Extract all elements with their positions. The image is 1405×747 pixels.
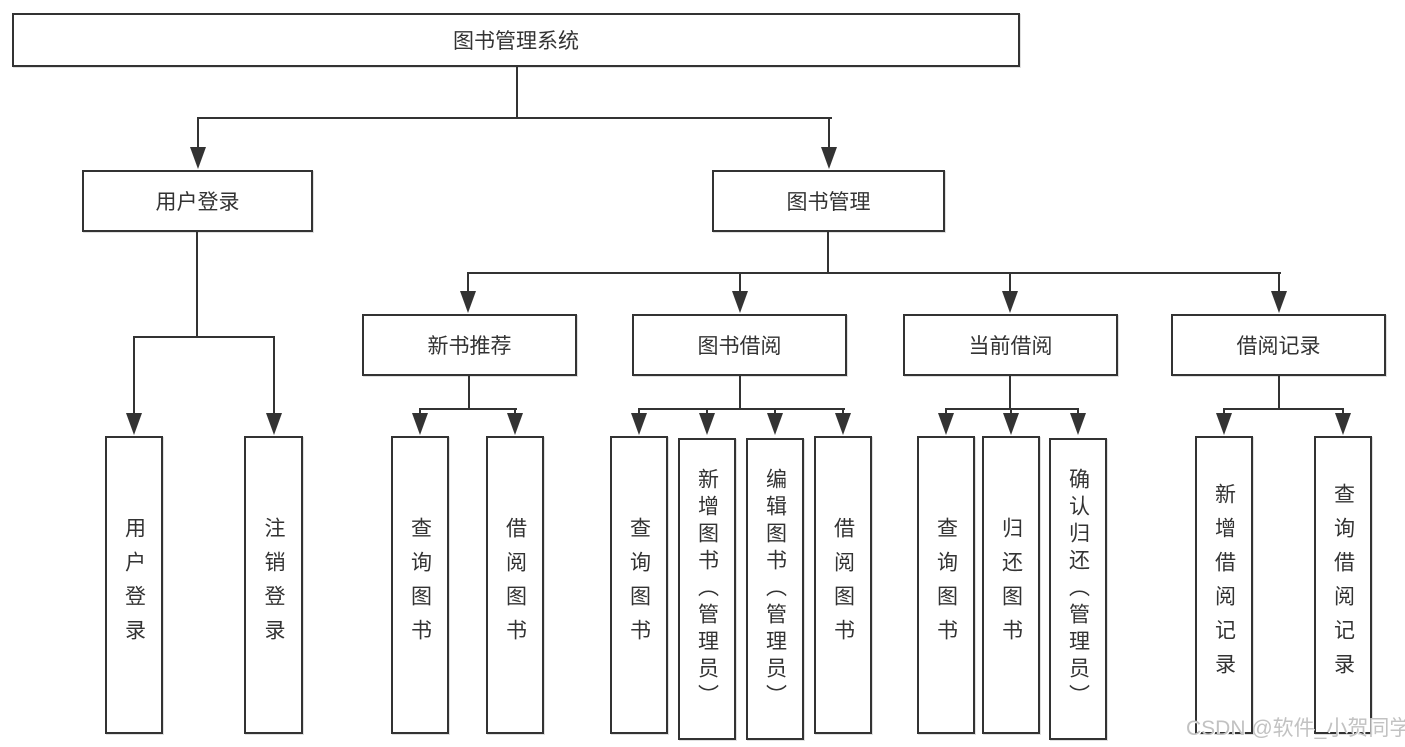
connector-drop-logout-leaf xyxy=(273,336,275,414)
arrowhead-query2 xyxy=(631,413,647,435)
connector-currentborrow-horizontal xyxy=(945,408,1079,410)
node-add-books-admin: 新增图书（管理员） xyxy=(678,438,736,740)
connector-root-horizontal xyxy=(198,117,832,119)
node-label-current-borrow: 当前借阅 xyxy=(968,335,1053,358)
node-label-query-books-3: 查询图书 xyxy=(934,517,958,653)
node-label-query-books-2: 查询图书 xyxy=(627,517,651,653)
connector-bookborrow-horizontal xyxy=(638,408,845,410)
connector-drop-login-leaf xyxy=(133,336,135,414)
connector-bookmgmt-horizontal xyxy=(467,272,1281,274)
connector-drop-query3 xyxy=(945,408,947,416)
node-label-confirm-return-admin: 确认归还（管理员） xyxy=(1066,467,1090,711)
node-borrow-records: 借阅记录 xyxy=(1171,314,1386,376)
arrowhead-currentborrow xyxy=(1002,291,1018,313)
node-logout: 注销登录 xyxy=(244,436,303,734)
node-book-borrow: 图书借阅 xyxy=(632,314,847,376)
node-user-login-leaf: 用户登录 xyxy=(105,436,163,734)
node-label-user-login-leaf: 用户登录 xyxy=(122,517,146,653)
node-label-borrow-books-1: 借阅图书 xyxy=(503,517,527,653)
arrowhead-borrowrecord xyxy=(1271,291,1287,313)
connector-drop-user-login xyxy=(197,117,199,148)
node-edit-books-admin: 编辑图书（管理员） xyxy=(746,438,804,740)
arrowhead-bookborrow xyxy=(732,291,748,313)
node-confirm-return-admin: 确认归还（管理员） xyxy=(1049,438,1107,740)
node-query-borrow-record: 查询借阅记录 xyxy=(1314,436,1372,734)
arrowhead-query-record xyxy=(1335,413,1351,435)
node-book-management: 图书管理 xyxy=(712,170,945,232)
arrowhead-query1 xyxy=(412,413,428,435)
node-label-book-management: 图书管理 xyxy=(786,191,871,214)
node-query-books-1: 查询图书 xyxy=(391,436,449,734)
node-label-query-borrow-record: 查询借阅记录 xyxy=(1331,483,1355,687)
arrowhead-edit-books xyxy=(767,413,783,435)
node-label-add-borrow-record: 新增借阅记录 xyxy=(1212,483,1236,687)
arrowhead-query3 xyxy=(938,413,954,435)
node-label-query-books-1: 查询图书 xyxy=(408,517,432,653)
node-label-logout: 注销登录 xyxy=(262,517,285,653)
node-query-books-3: 查询图书 xyxy=(917,436,975,734)
connector-drop-return-books xyxy=(1010,408,1012,416)
node-borrow-books-1: 借阅图书 xyxy=(486,436,544,734)
connector-drop-query2 xyxy=(638,408,640,416)
connector-drop-borrow2 xyxy=(842,408,844,416)
connector-drop-bookborrow xyxy=(739,272,741,292)
connector-drop-borrow1 xyxy=(514,408,516,416)
connector-drop-borrowrecord xyxy=(1278,272,1280,292)
node-add-borrow-record: 新增借阅记录 xyxy=(1195,436,1253,734)
arrowhead-return-books xyxy=(1003,413,1019,435)
node-return-books: 归还图书 xyxy=(982,436,1040,734)
connector-userlogin-horizontal xyxy=(133,336,275,338)
node-label-borrow-records: 借阅记录 xyxy=(1236,335,1321,358)
node-label-edit-books-admin: 编辑图书（管理员） xyxy=(763,467,787,711)
connector-borrowrecord-horizontal xyxy=(1223,408,1344,410)
node-new-book-recommend: 新书推荐 xyxy=(362,314,577,376)
arrowhead-newbook xyxy=(460,291,476,313)
arrowhead-borrow1 xyxy=(507,413,523,435)
connector-drop-query1 xyxy=(419,408,421,416)
node-user-login: 用户登录 xyxy=(82,170,313,232)
connector-drop-add-record xyxy=(1223,408,1225,416)
node-borrow-books-2: 借阅图书 xyxy=(814,436,872,734)
node-label-borrow-books-2: 借阅图书 xyxy=(831,517,855,653)
connector-drop-currentborrow xyxy=(1009,272,1011,292)
arrowhead-add-books xyxy=(699,413,715,435)
node-query-books-2: 查询图书 xyxy=(610,436,668,734)
arrowhead-logout-leaf xyxy=(266,413,282,435)
csdn-watermark: CSDN @软件_小贺同学 xyxy=(1186,717,1405,740)
node-label-add-books-admin: 新增图书（管理员） xyxy=(695,467,719,711)
connector-currentborrow-trunk xyxy=(1009,376,1011,410)
connector-borrowrecord-trunk xyxy=(1278,376,1280,410)
connector-root-trunk xyxy=(516,67,518,119)
connector-drop-query-record xyxy=(1342,408,1344,416)
node-label-user-login: 用户登录 xyxy=(155,191,240,214)
node-label-return-books: 归还图书 xyxy=(999,517,1023,653)
connector-drop-book-mgmt xyxy=(828,117,830,148)
connector-drop-add-books xyxy=(706,408,708,416)
connector-newbook-trunk xyxy=(468,376,470,410)
node-label-library-system: 图书管理系统 xyxy=(453,30,579,53)
connector-drop-edit-books xyxy=(774,408,776,416)
connector-newbook-horizontal xyxy=(419,408,517,410)
arrowhead-borrow2 xyxy=(835,413,851,435)
connector-userlogin-trunk xyxy=(196,232,198,338)
connector-bookmgmt-trunk xyxy=(827,232,829,274)
arrowhead-add-record xyxy=(1216,413,1232,435)
connector-drop-confirm-return xyxy=(1077,408,1079,416)
node-label-book-borrow: 图书借阅 xyxy=(697,335,782,358)
node-library-system: 图书管理系统 xyxy=(12,13,1020,67)
arrowhead-book-mgmt xyxy=(821,147,837,169)
node-current-borrow: 当前借阅 xyxy=(903,314,1118,376)
arrowhead-confirm-return xyxy=(1070,413,1086,435)
connector-bookborrow-trunk xyxy=(739,376,741,410)
arrowhead-login-leaf xyxy=(126,413,142,435)
arrowhead-user-login xyxy=(190,147,206,169)
connector-drop-newbook xyxy=(467,272,469,292)
node-label-new-book-recommend: 新书推荐 xyxy=(427,335,512,358)
